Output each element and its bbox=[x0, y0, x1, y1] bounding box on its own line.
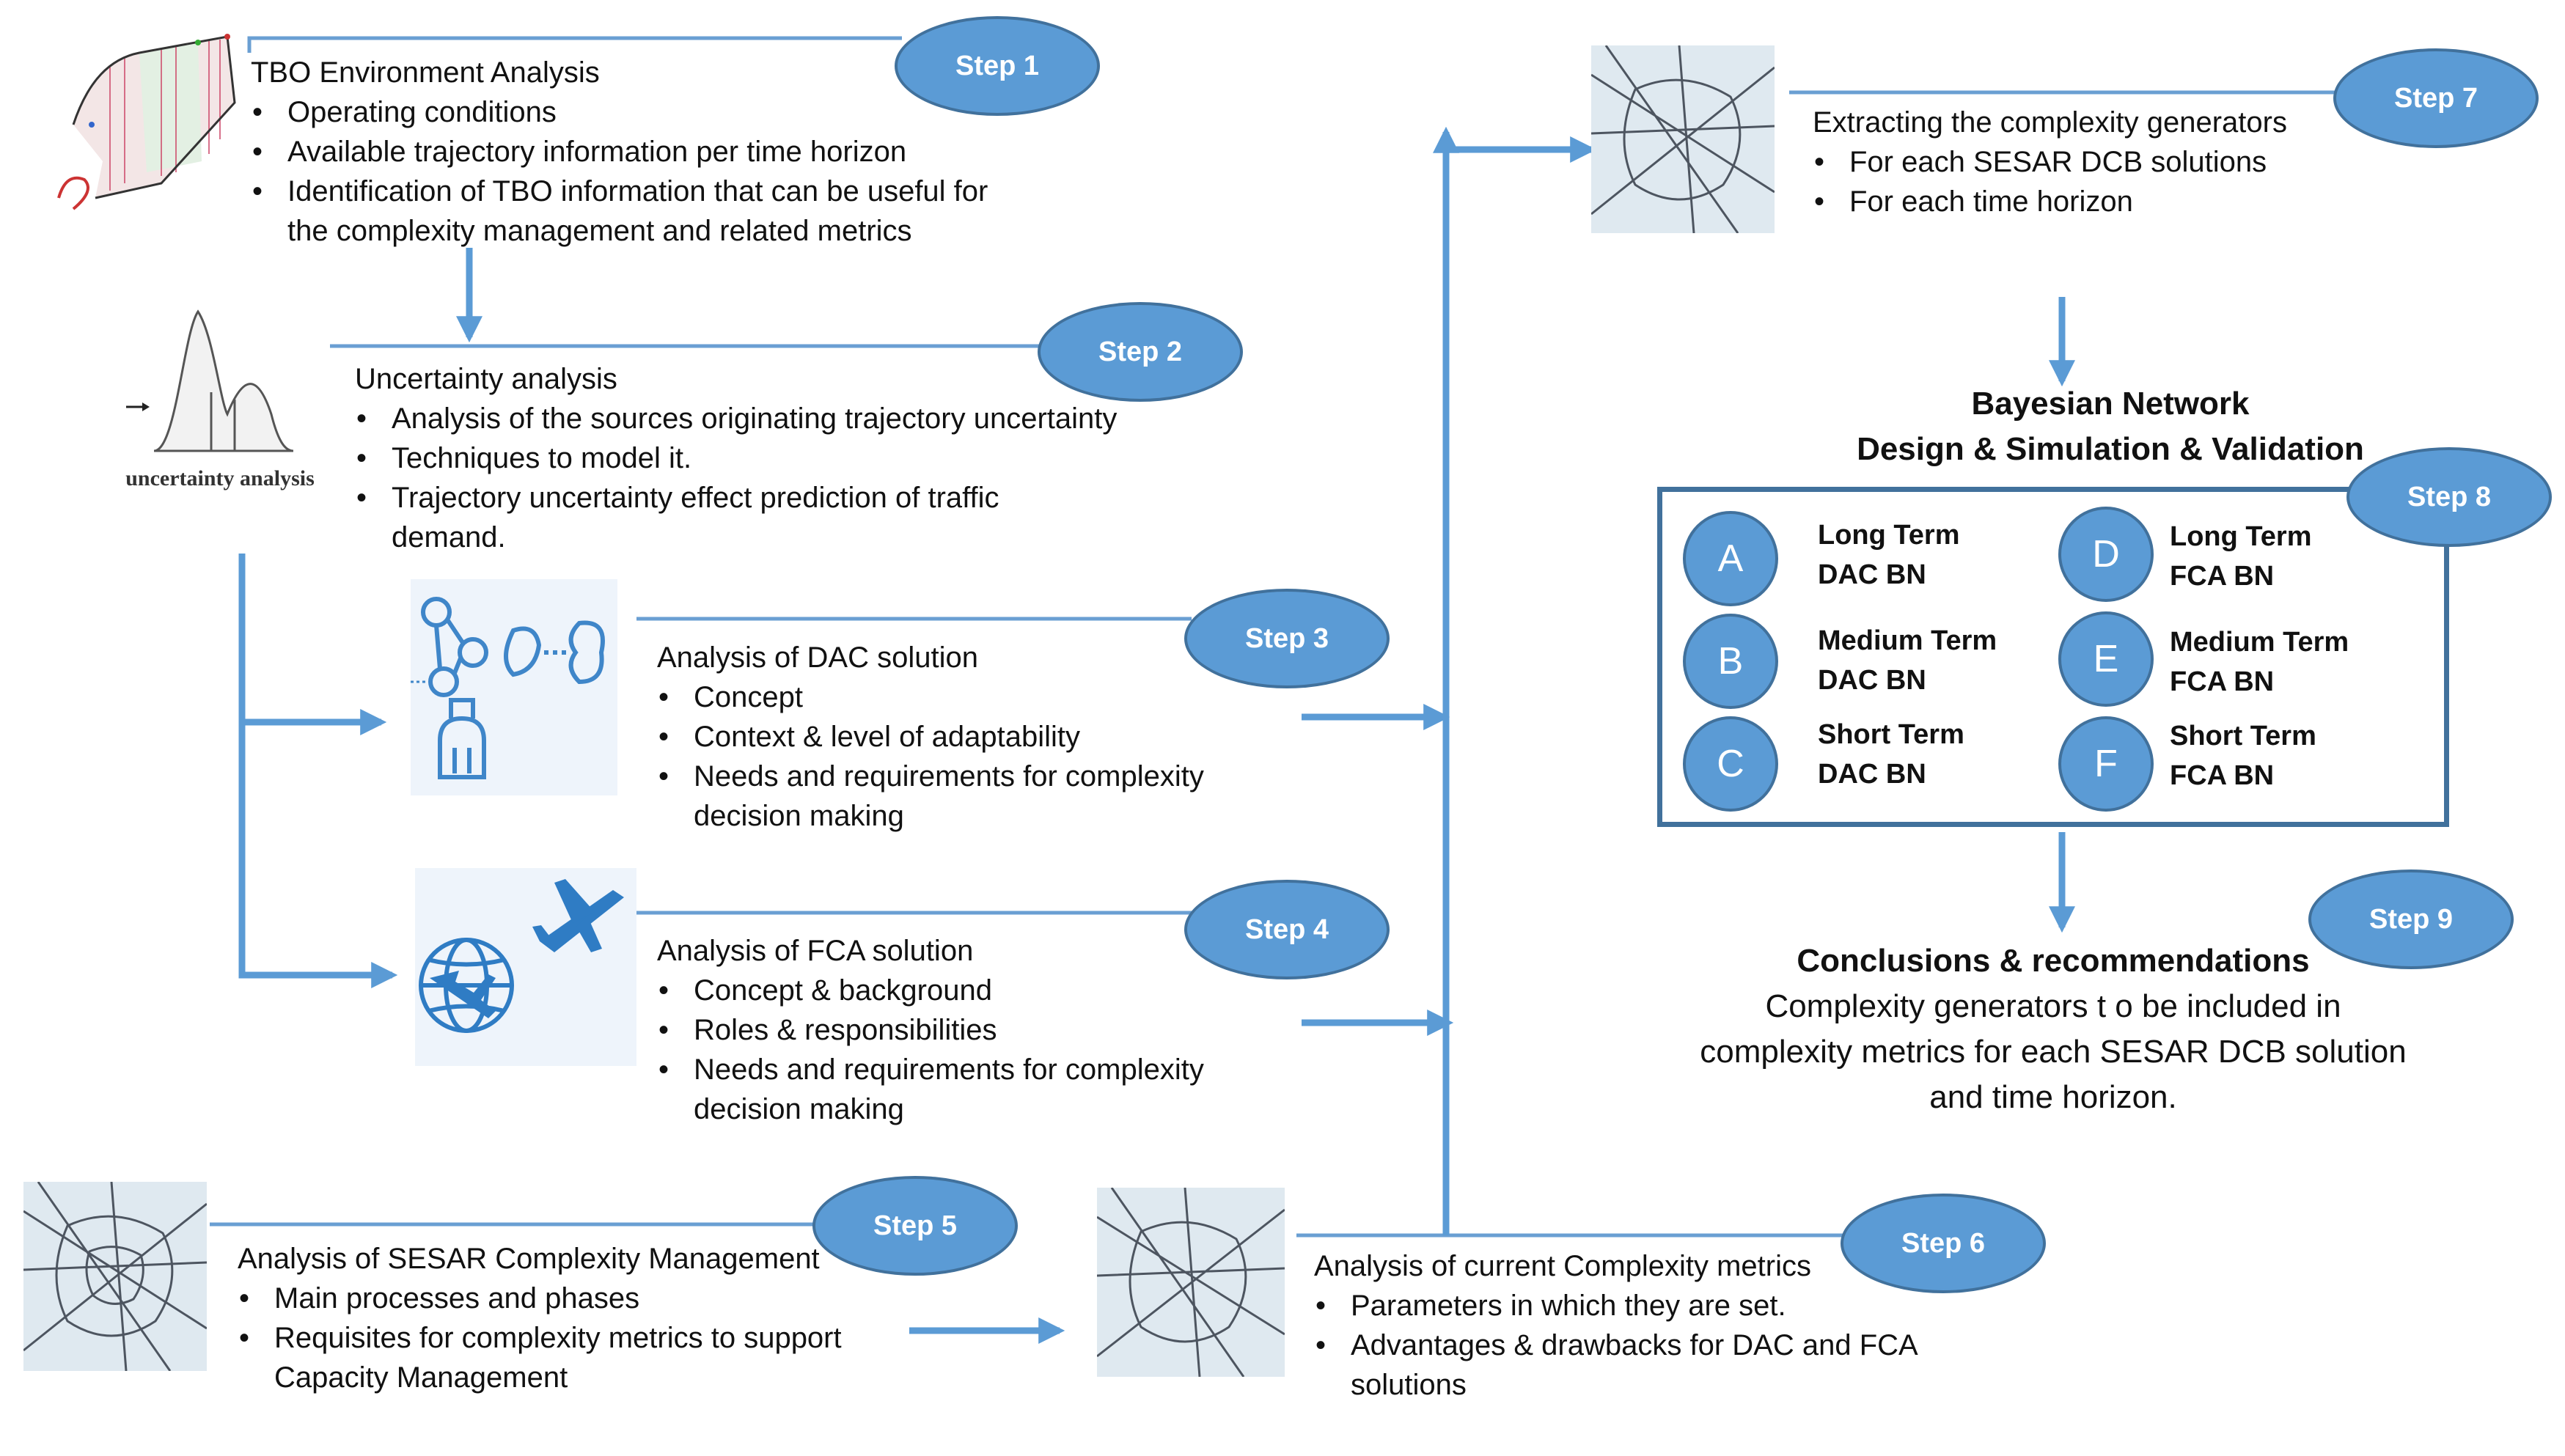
bn-label-a-line1: Long Term bbox=[1818, 520, 1960, 551]
step7-text: Extracting the complexity generators For… bbox=[1813, 103, 2399, 221]
step4-badge: Step 4 bbox=[1184, 880, 1390, 979]
bn-circle-d: D bbox=[2058, 507, 2154, 602]
step9-badge: Step 9 bbox=[2308, 869, 2514, 969]
bn-circle-e: E bbox=[2058, 611, 2154, 707]
complexity-web-icon bbox=[23, 1182, 207, 1371]
bn-label-b-line2: DAC BN bbox=[1818, 665, 1926, 696]
step3-bullet: Needs and requirements for complexity de… bbox=[657, 757, 1273, 836]
step6-bullet: Advantages & drawbacks for DAC and FCA s… bbox=[1314, 1326, 1952, 1405]
bn-circle-c: C bbox=[1683, 716, 1778, 812]
step3-title: Analysis of DAC solution bbox=[657, 641, 978, 674]
uncertainty-distribution-icon bbox=[126, 309, 294, 452]
trajectory-chart-icon bbox=[57, 34, 236, 210]
step7-title: Extracting the complexity generators bbox=[1813, 106, 2287, 139]
step4-title: Analysis of FCA solution bbox=[657, 935, 974, 967]
step4-bullet: Needs and requirements for complexity de… bbox=[657, 1050, 1273, 1129]
bn-circle-f: F bbox=[2058, 716, 2154, 812]
step5-bullet: Requisites for complexity metrics to sup… bbox=[238, 1318, 876, 1397]
step2-badge: Step 2 bbox=[1038, 302, 1243, 402]
step6-text: Analysis of current Complexity metrics P… bbox=[1314, 1246, 1959, 1405]
bayesian-title: Bayesian Network Design & Simulation & V… bbox=[1780, 381, 2440, 472]
bn-circle-b: B bbox=[1683, 614, 1778, 709]
step4-bullet: Roles & responsibilities bbox=[657, 1010, 1317, 1050]
step4-bullet: Concept & background bbox=[657, 971, 1317, 1010]
uncertainty-caption: uncertainty analysis bbox=[125, 466, 315, 490]
step1-frame bbox=[247, 36, 902, 53]
bn-label-c-line2: DAC BN bbox=[1818, 759, 1926, 790]
step4-text: Analysis of FCA solution Concept & backg… bbox=[657, 931, 1317, 1129]
step2-text: Uncertainty analysis Analysis of the sou… bbox=[355, 359, 1162, 557]
bayesian-title-line1: Bayesian Network bbox=[1971, 386, 2250, 422]
step1-title: TBO Environment Analysis bbox=[251, 56, 600, 89]
bn-label-c-line1: Short Term bbox=[1818, 719, 1964, 750]
step1-bullet: Identification of TBO information that c… bbox=[251, 172, 1021, 251]
bn-label-e-line2: FCA BN bbox=[2170, 666, 2275, 697]
step3-text: Analysis of DAC solution Concept Context… bbox=[657, 638, 1317, 836]
conclusions-text: Complexity generators t o be included in… bbox=[1700, 988, 2407, 1115]
bn-circle-a: A bbox=[1683, 511, 1778, 606]
complexity-metrics-icon bbox=[1097, 1188, 1285, 1377]
step2-bullet: Techniques to model it. bbox=[355, 438, 1162, 478]
arrow-2-to-4 bbox=[238, 722, 398, 988]
bn-label-f-line2: FCA BN bbox=[2170, 760, 2275, 791]
bayesian-title-line2: Design & Simulation & Validation bbox=[1857, 431, 2364, 467]
conclusions: Conclusions & recommendations Complexity… bbox=[1687, 938, 2420, 1120]
step2-bullet: Trajectory uncertainty effect prediction… bbox=[355, 478, 1052, 557]
step1-bullet: Operating conditions bbox=[251, 92, 1057, 132]
bn-label-d-line2: FCA BN bbox=[2170, 561, 2275, 592]
step7-bullet: For each time horizon bbox=[1813, 182, 2399, 221]
step3-bullet: Concept bbox=[657, 677, 1317, 717]
step8-badge: Step 8 bbox=[2346, 447, 2552, 547]
step7-bullet: For each SESAR DCB solutions bbox=[1813, 142, 2399, 182]
complexity-generators-icon bbox=[1591, 45, 1775, 233]
step5-text: Analysis of SESAR Complexity Management … bbox=[238, 1239, 883, 1397]
bn-label-f-line1: Short Term bbox=[2170, 721, 2316, 751]
step3-bullet: Context & level of adaptability bbox=[657, 717, 1317, 757]
step7-badge: Step 7 bbox=[2333, 48, 2539, 148]
bn-label-a-line2: DAC BN bbox=[1818, 559, 1926, 590]
step6-title: Analysis of current Complexity metrics bbox=[1314, 1250, 1811, 1282]
bn-label-e-line1: Medium Term bbox=[2170, 627, 2349, 658]
step6-badge: Step 6 bbox=[1841, 1194, 2046, 1293]
step1-text: TBO Environment Analysis Operating condi… bbox=[251, 53, 1057, 251]
step2-bullet: Analysis of the sources originating traj… bbox=[355, 399, 1162, 438]
step5-title: Analysis of SESAR Complexity Management bbox=[238, 1243, 820, 1275]
conclusions-title: Conclusions & recommendations bbox=[1797, 943, 2310, 979]
step5-bullet: Main processes and phases bbox=[238, 1279, 883, 1318]
step2-title: Uncertainty analysis bbox=[355, 363, 617, 395]
dac-network-icon bbox=[411, 579, 617, 795]
step5-badge: Step 5 bbox=[812, 1176, 1018, 1276]
step1-badge: Step 1 bbox=[895, 16, 1100, 116]
bn-label-b-line1: Medium Term bbox=[1818, 625, 1997, 656]
step3-badge: Step 3 bbox=[1184, 589, 1390, 688]
fca-globe-plane-icon bbox=[415, 868, 636, 1066]
step6-bullet: Parameters in which they are set. bbox=[1314, 1286, 1959, 1326]
step1-bullet: Available trajectory information per tim… bbox=[251, 132, 1057, 172]
arrow-2-to-3 bbox=[238, 554, 387, 735]
bn-label-d-line1: Long Term bbox=[2170, 521, 2312, 552]
